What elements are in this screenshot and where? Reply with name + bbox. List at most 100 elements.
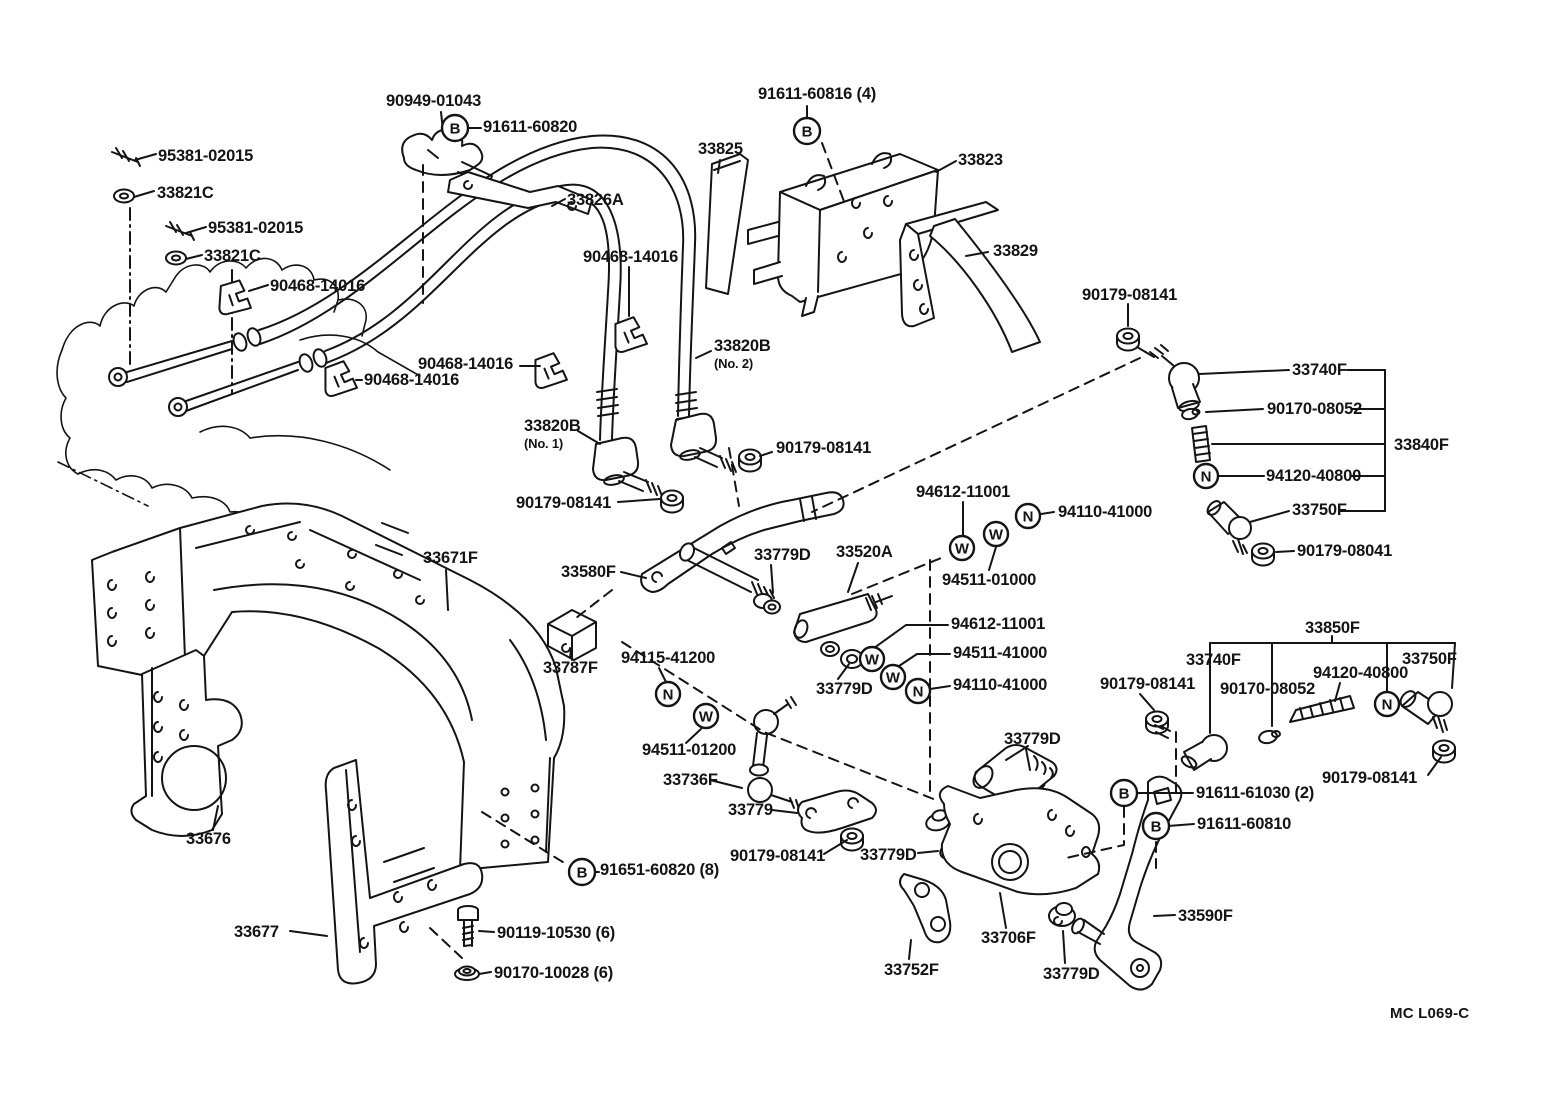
part-label-33820B-no1: 33820B: [524, 417, 581, 435]
shift-cable-no2: [109, 136, 736, 472]
part-label-90119-10530: 90119-10530 (6): [497, 924, 616, 942]
svg-text:B: B: [450, 121, 461, 138]
bolt-90119: [458, 906, 478, 946]
nut-symbol-N-icon: N: [656, 682, 680, 706]
bolt-33779D-mid: [754, 594, 780, 614]
crank-33590F: [1070, 777, 1182, 990]
bolt-90170-upper: [1181, 407, 1199, 420]
joint-33750F-lower: [1398, 688, 1452, 732]
part-label-91651-60820: 91651-60820 (8): [600, 861, 720, 879]
part-label-90170-08052-2: 90170-08052: [1220, 680, 1316, 698]
part-label-33736F: 33736F: [663, 771, 718, 789]
part-label-33740F-2: 33740F: [1186, 651, 1241, 669]
svg-text:W: W: [989, 527, 1004, 544]
strip-33825: [706, 154, 748, 294]
part-label-33779: 33779: [728, 801, 773, 819]
bolt-symbol-B-icon: B: [442, 115, 468, 141]
nut-90179-lr-right: [1433, 741, 1455, 763]
bracket-33671F: [92, 504, 564, 870]
svg-text:W: W: [955, 541, 970, 558]
part-label-90179-08141-6: 90179-08141: [1322, 769, 1418, 787]
washer-symbol-W-icon: W: [694, 704, 718, 728]
nut-symbol-N-icon: N: [1194, 464, 1218, 488]
part-label-95381-02015-1: 95381-02015: [158, 147, 254, 165]
ball-joint-33740F-lower: [1155, 725, 1227, 770]
part-label-33677: 33677: [234, 923, 279, 941]
bolt-symbol-B-icon: B: [569, 859, 595, 885]
lever-33779: [798, 791, 876, 833]
svg-text:B: B: [802, 124, 813, 141]
nut-90179-mid-1: [739, 450, 761, 472]
part-label-94612-11001-2: 94612-11001: [951, 615, 1046, 633]
drawing-code: MC L069-C: [1390, 1005, 1470, 1022]
part-label-33821C-1: 33821C: [157, 184, 214, 202]
part-label-94511-01200: 94511-01200: [642, 741, 737, 759]
part-label-33752F: 33752F: [884, 961, 939, 979]
washer-symbol-W-icon: W: [950, 536, 974, 560]
bracket-33706F: [940, 786, 1099, 894]
washer-train: [821, 642, 863, 668]
part-label-90179-08141-5: 90179-08141: [1100, 675, 1196, 693]
svg-text:W: W: [886, 670, 901, 687]
part-label-94612-11001-1: 94612-11001: [916, 483, 1011, 501]
nut-symbol-N-icon: N: [1016, 504, 1040, 528]
part-label-90170-08052-1: 90170-08052: [1267, 400, 1363, 418]
plate-33676: [131, 650, 241, 836]
nut-90179-lr-left: [1146, 712, 1168, 734]
part-label-90179-08141-2: 90179-08141: [776, 439, 872, 457]
bushing-33779D-bottom: [1049, 903, 1075, 926]
part-label-33779D-3: 33779D: [860, 846, 917, 864]
part-label-33671F: 33671F: [423, 549, 478, 567]
part-label-90468-14016-3: 90468-14016: [418, 355, 514, 373]
part-label-33750F-2: 33750F: [1402, 650, 1457, 668]
joint-33750F-upper: [1205, 499, 1251, 554]
nut-90179-mid-2: [661, 491, 683, 513]
ball-joint-33740F-upper: [1150, 345, 1200, 413]
washer-symbol-W-icon: W: [984, 522, 1008, 546]
part-label-94110-41000-1: 94110-41000: [1058, 503, 1153, 521]
part-label-94511-01000: 94511-01000: [942, 571, 1037, 589]
part-label-33750F-1: 33750F: [1292, 501, 1347, 519]
part-label-33580F: 33580F: [561, 563, 616, 581]
part-label-33850F: 33850F: [1305, 619, 1360, 637]
lever-33580F: [641, 492, 843, 598]
svg-text:N: N: [1023, 509, 1034, 526]
screw-95381-1: [112, 148, 140, 166]
stud-33840F: [1192, 426, 1210, 462]
svg-text:B: B: [1151, 819, 1162, 836]
svg-text:B: B: [1119, 786, 1130, 803]
washer-33821C-1: [114, 190, 134, 203]
nut-90170-10028: [455, 967, 479, 981]
part-label-33779D-1: 33779D: [754, 546, 811, 564]
clip-33787F: [548, 610, 596, 660]
part-label-90179-08141-4: 90179-08141: [730, 847, 826, 865]
part-label-33740F-1: 33740F: [1292, 361, 1347, 379]
part-label-94115-41200: 94115-41200: [621, 649, 716, 667]
shift-cable-no1: [169, 185, 662, 496]
part-sublabel-no1: (No. 1): [524, 436, 564, 451]
part-label-33676: 33676: [186, 830, 231, 848]
part-label-33779D-5: 33779D: [1043, 965, 1100, 983]
svg-text:W: W: [699, 709, 714, 726]
nut-90179-08041: [1252, 544, 1274, 566]
engine-outline: [57, 258, 420, 530]
part-label-94511-41000: 94511-41000: [953, 644, 1048, 662]
part-label-33826A: 33826A: [567, 191, 624, 209]
part-label-90949-01043: 90949-01043: [386, 92, 482, 110]
part-label-33840F: 33840F: [1394, 436, 1449, 454]
nut-symbol-N-icon: N: [1375, 692, 1399, 716]
part-label-90468-14016-4: 90468-14016: [364, 371, 460, 389]
part-label-33825: 33825: [698, 140, 743, 158]
part-label-90170-10028: 90170-10028 (6): [494, 964, 614, 982]
link-33736F: [748, 697, 799, 809]
part-label-94120-40800-2: 94120-40800: [1313, 664, 1409, 682]
part-label-33787F: 33787F: [543, 659, 598, 677]
nut-symbol-N-icon: N: [906, 679, 930, 703]
washer-33821C-2: [166, 252, 186, 265]
bracket-33829: [900, 202, 1040, 352]
part-label-95381-02015-2: 95381-02015: [208, 219, 304, 237]
part-label-33823: 33823: [958, 151, 1003, 169]
part-label-33820B-no2: 33820B: [714, 337, 771, 355]
part-label-90468-14016-1: 90468-14016: [270, 277, 366, 295]
